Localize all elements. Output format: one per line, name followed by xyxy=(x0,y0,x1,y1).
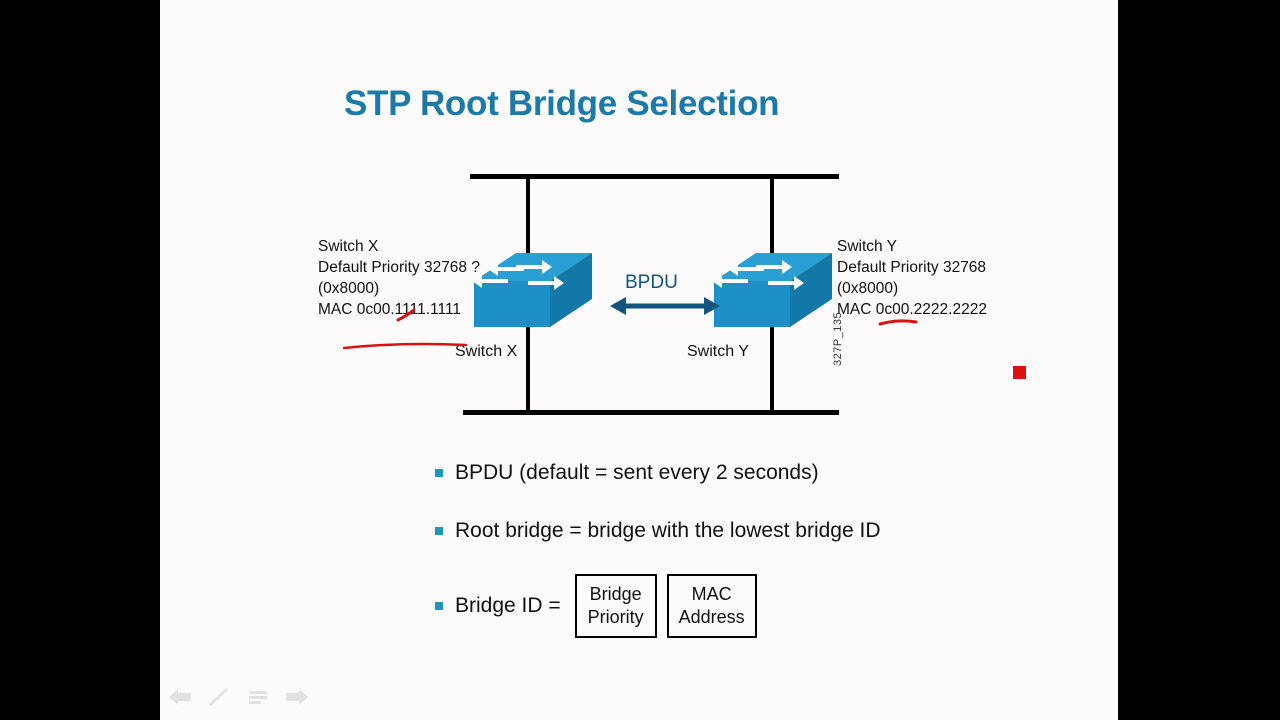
switch-x-info-line-0: Switch X xyxy=(318,238,379,255)
switch-x-info-line-3: MAC 0c00.1111.1111 xyxy=(318,301,462,318)
switch-x-info-block: Switch X Default Priority 32768 ? (0x800… xyxy=(318,236,480,320)
bullet-square-icon xyxy=(435,527,443,535)
switch-icon-x xyxy=(472,247,594,335)
pen-icon[interactable] xyxy=(207,686,231,708)
bridge-priority-box: Bridge Priority xyxy=(574,574,657,638)
ink-annotation-right xyxy=(878,319,918,326)
switch-y-info-line-0: Switch Y xyxy=(837,238,898,255)
list-item: Bridge ID = Bridge Priority MAC Address xyxy=(435,574,1095,638)
switch-icon-y xyxy=(712,247,834,335)
list-icon[interactable] xyxy=(246,686,270,708)
bullet-text-1: Root bridge = bridge with the lowest bri… xyxy=(455,519,881,542)
switch-x-info-line-1: Default Priority 32768 ? xyxy=(318,259,480,276)
bpdu-double-arrow-icon xyxy=(610,294,720,318)
bridge-id-boxes: Bridge Priority MAC Address xyxy=(574,574,757,638)
annotation-toolbar[interactable] xyxy=(168,686,309,708)
bullet-square-icon xyxy=(435,469,443,477)
switch-x-info-line-2: (0x8000) xyxy=(318,280,380,297)
mac-address-box: MAC Address xyxy=(666,574,757,638)
switch-y-info-block: Switch Y Default Priority 32768 (0x8000)… xyxy=(837,236,987,320)
letterbox-left xyxy=(0,0,160,720)
topology-diagram: Switch X Switch Y Switch X Default Prior… xyxy=(160,0,1118,460)
bullet-text-2: Bridge ID = xyxy=(455,594,561,617)
switch-y-info-line-2: (0x8000) xyxy=(837,280,899,297)
bridge-priority-line-2: Priority xyxy=(587,607,644,627)
bus-line-bottom xyxy=(463,410,839,415)
switch-caption-y: Switch Y xyxy=(687,343,749,360)
list-item: Root bridge = bridge with the lowest bri… xyxy=(435,516,1095,546)
bullet-list: BPDU (default = sent every 2 seconds) Ro… xyxy=(435,458,1095,638)
bridge-priority-line-1: Bridge xyxy=(589,584,642,604)
ink-annotation-left xyxy=(342,308,468,350)
mac-address-line-2: Address xyxy=(678,607,745,627)
letterbox-right xyxy=(1118,0,1280,720)
bpdu-label: BPDU xyxy=(625,272,678,293)
mac-address-line-1: MAC xyxy=(691,584,732,604)
forward-arrow-icon[interactable] xyxy=(285,686,309,708)
red-square-marker xyxy=(1013,366,1026,379)
back-arrow-icon[interactable] xyxy=(168,686,192,708)
switch-caption-x: Switch X xyxy=(455,343,518,360)
bullet-square-icon xyxy=(435,602,443,610)
switch-y-info-line-1: Default Priority 32768 xyxy=(837,259,987,276)
document-code-label: 327P_135 xyxy=(832,311,844,366)
page-title: STP Root Bridge Selection xyxy=(344,84,780,123)
list-item: BPDU (default = sent every 2 seconds) xyxy=(435,458,1095,488)
bus-line-top xyxy=(470,174,839,179)
bullet-text-0: BPDU (default = sent every 2 seconds) xyxy=(455,461,819,484)
switch-y-info-line-3: MAC 0c00.2222.2222 xyxy=(837,301,987,318)
slide-canvas: STP Root Bridge Selection xyxy=(160,0,1118,720)
